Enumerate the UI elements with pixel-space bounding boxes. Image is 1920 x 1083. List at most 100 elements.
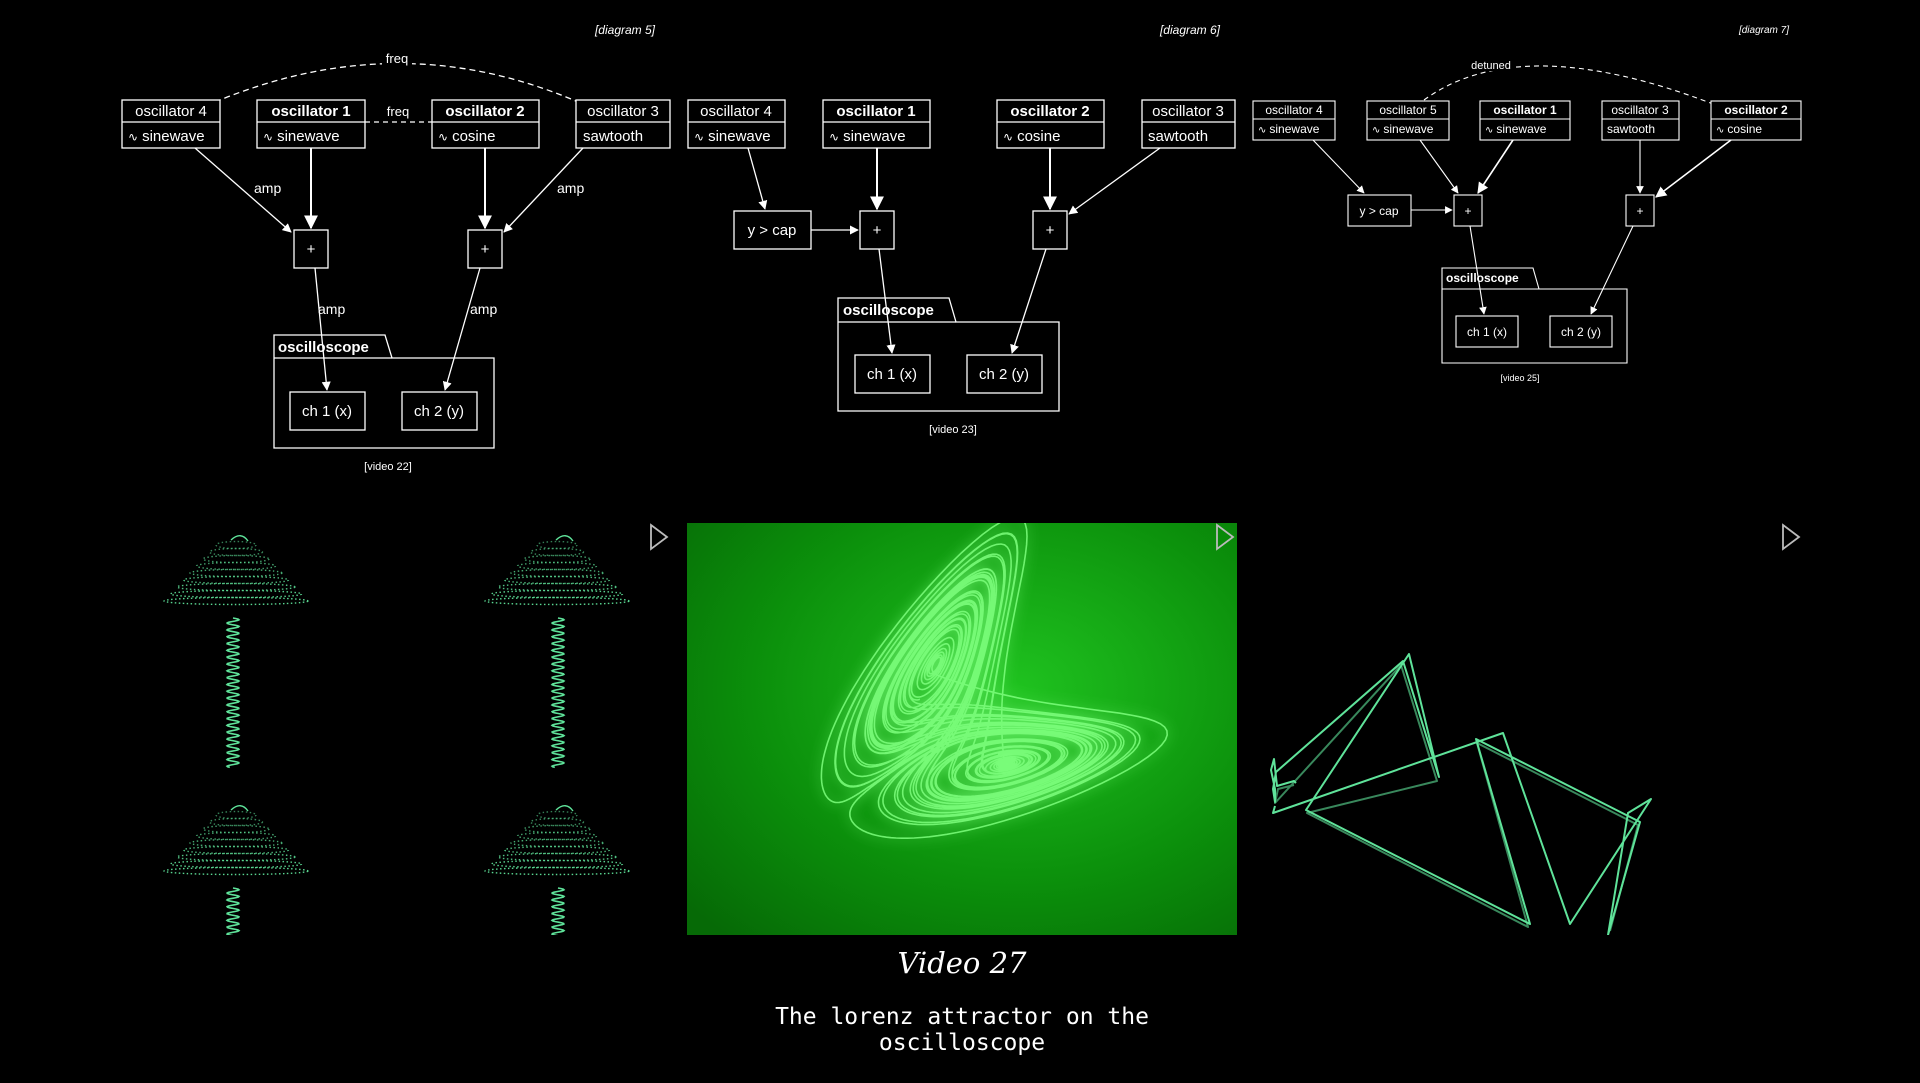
wave-icon: ∿ (694, 130, 704, 144)
label-amp-lower-left: amp (318, 301, 345, 317)
stem-coil (550, 887, 566, 935)
svg-text:∿sinewave: ∿sinewave (694, 128, 771, 145)
cap-ring (523, 824, 591, 834)
oscillator-4-name: oscillator 4 (135, 103, 207, 120)
wave-icon: ∿ (263, 130, 273, 144)
cap-ring (536, 540, 578, 550)
video-25-player[interactable] (1253, 523, 1803, 935)
diagram-5: [diagram 5] freq freq oscillator 4 ∿sine… (121, 23, 671, 473)
oscillator-5-node: oscillator 5 ∿sinewave (1366, 100, 1450, 141)
svg-text:∿sinewave: ∿ sinewave (263, 128, 340, 145)
cap-ring (523, 554, 591, 564)
oscillator-3-wave: sawtooth (1148, 128, 1208, 145)
oscillator-2-node: oscillator 2 ∿cosine (996, 99, 1105, 149)
oscillator-4-node: oscillator 4 ∿sinewave (1252, 100, 1336, 141)
svg-text:∿sinewave: ∿sinewave (128, 128, 205, 145)
wave-icon: ∿ (1716, 125, 1724, 136)
cap-ring (176, 582, 296, 592)
diagram-6-tag: [diagram 6] (1159, 23, 1221, 37)
cap-ring (497, 852, 617, 862)
video-22-player[interactable] (121, 523, 671, 935)
diagram-7-tag: [diagram 7] (1738, 25, 1789, 36)
cap-ring (208, 547, 264, 557)
diagram-5-tag: [diagram 5] (594, 23, 656, 37)
diagram-6: [diagram 6] oscillator 4 ∿sinewave oscil… (687, 23, 1236, 436)
video-ref: [video 23] (929, 424, 977, 436)
cap-ring (189, 568, 283, 578)
mushroom-trace (484, 805, 630, 935)
plus-label: + (1464, 204, 1471, 218)
cap-ring (490, 859, 624, 869)
channel-1-node (289, 391, 366, 431)
oscillator-1-wave: sinewave (843, 128, 906, 145)
label-amp-lower-right: amp (470, 301, 497, 317)
cap-ring (490, 589, 624, 599)
mushroom-trace (163, 805, 309, 935)
oscillator-4-wave: sinewave (1269, 122, 1319, 136)
oscillator-3-name: oscillator 3 (587, 103, 659, 120)
cap-ring (215, 540, 257, 550)
cap-ring (503, 575, 611, 585)
svg-text:∿sinewave: ∿sinewave (829, 128, 906, 145)
oscilloscope-trace-right (1270, 653, 1652, 935)
svg-text:∿cosine: ∿cosine (1003, 128, 1060, 145)
video-27-player[interactable] (687, 523, 1237, 935)
svg-text:∿cosine: ∿cosine (1716, 122, 1762, 136)
oscilloscope-group: oscilloscope ch 1 (x) ch 2 (y) (273, 334, 495, 449)
label-amp-left: amp (254, 180, 281, 196)
zigzag-trace-echo (1274, 664, 1639, 932)
play-icon[interactable] (648, 523, 670, 551)
oscilloscope-title: oscilloscope (1446, 271, 1519, 285)
oscillator-2-name: oscillator 2 (1724, 103, 1788, 117)
cap-ring (182, 575, 290, 585)
cap-ring (182, 845, 290, 855)
oscillator-1-name: oscillator 1 (1493, 103, 1557, 117)
zigzag-trace (1270, 653, 1652, 935)
channel-2-label: ch 2 (y) (1561, 325, 1601, 339)
wave-icon: ∿ (438, 130, 448, 144)
play-icon[interactable] (1780, 523, 1802, 551)
sum-node-right: + (1032, 210, 1068, 250)
channel-1-label: ch 1 (x) (302, 403, 352, 420)
oscilloscope-group: oscilloscope ch 1 (x) ch 2 (y) (837, 297, 1060, 412)
cap-ring (189, 838, 283, 848)
cap-ring (163, 866, 309, 876)
cap-ring (497, 582, 617, 592)
cap-ring (536, 810, 578, 820)
cap-tip (230, 805, 249, 812)
oscillator-1-node: oscillator 1 ∿sinewave (822, 99, 931, 149)
cap-tip (230, 535, 249, 542)
oscillator-4-name: oscillator 4 (1265, 103, 1323, 117)
diagram-7: [diagram 7] detuned oscillator 4 ∿sinewa… (1252, 25, 1802, 383)
stem-coil (225, 887, 241, 935)
cap-ring (529, 547, 585, 557)
cap-ring (202, 554, 270, 564)
channel-1-label: ch 1 (x) (1467, 325, 1507, 339)
oscillator-3-node: oscillator 3 sawtooth (575, 99, 671, 149)
cap-node: y > cap (1347, 194, 1412, 227)
plus-label: + (481, 241, 490, 258)
svg-text:∿sinewave: ∿sinewave (1485, 122, 1547, 136)
play-icon[interactable] (1214, 523, 1236, 551)
cap-label: y > cap (1359, 204, 1398, 218)
cap-ring (202, 824, 270, 834)
lorenz-attractor-trace (687, 523, 1237, 935)
plus-label: + (307, 241, 316, 258)
mushroom-trace (163, 535, 309, 769)
cap-ring (169, 859, 303, 869)
cap-ring (215, 810, 257, 820)
oscillator-1-wave: sinewave (1496, 122, 1546, 136)
video-ref: [video 25] (1500, 373, 1539, 383)
oscillator-2-wave: cosine (452, 128, 495, 145)
wave-icon: ∿ (1372, 125, 1380, 136)
oscillator-1-wave: sinewave (277, 128, 340, 145)
wave-icon: ∿ (1258, 125, 1266, 136)
channel-2-label: ch 2 (y) (414, 403, 464, 420)
cap-ring (176, 852, 296, 862)
cap-ring (529, 817, 585, 827)
oscillator-2-name: oscillator 2 (1010, 103, 1089, 120)
oscillator-4-wave: sinewave (142, 128, 205, 145)
oscillator-4-node: oscillator 4 ∿sinewave (121, 99, 221, 149)
oscillator-4-name: oscillator 4 (700, 103, 772, 120)
stem-coil (550, 617, 566, 769)
